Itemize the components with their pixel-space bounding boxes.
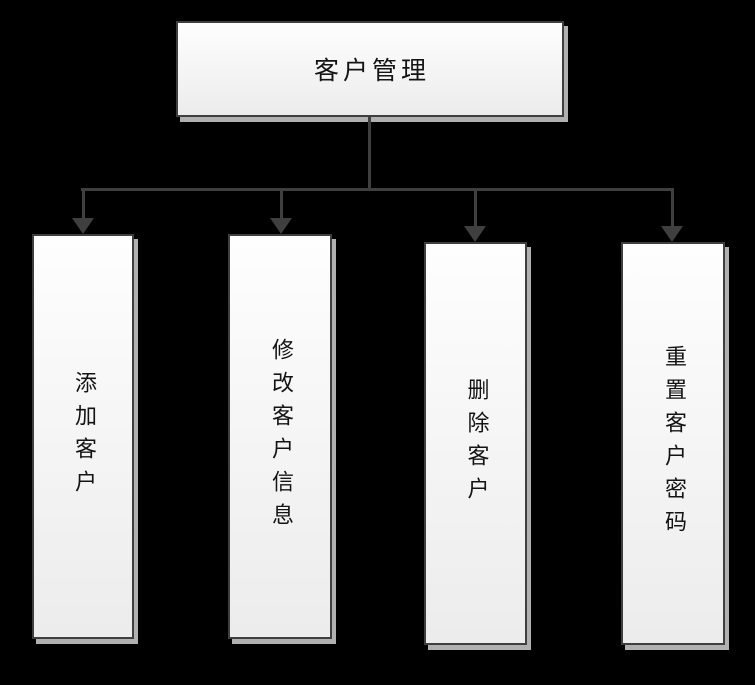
node-add-customer: 添加客户 xyxy=(32,234,134,639)
node-label: 重置客户密码 xyxy=(661,344,686,543)
connector-horizontal xyxy=(81,188,674,191)
node-modify-customer-info: 修改客户信息 xyxy=(228,234,332,639)
node-delete-customer: 删除客户 xyxy=(424,242,527,645)
arrow-down-icon xyxy=(72,218,94,234)
node-reset-customer-password: 重置客户密码 xyxy=(621,242,725,645)
node-label: 删除客户 xyxy=(463,377,489,510)
connector-stem xyxy=(368,117,371,191)
arrow-down-icon xyxy=(661,226,683,242)
connector-branch-line xyxy=(279,191,283,218)
connector-branch-1 xyxy=(72,191,94,234)
node-label: 添加客户 xyxy=(71,370,96,503)
connector-branch-3 xyxy=(464,191,486,242)
node-label: 修改客户信息 xyxy=(268,337,293,536)
connector-branch-line xyxy=(473,191,477,226)
connector-branch-2 xyxy=(270,191,292,234)
arrow-down-icon xyxy=(270,218,292,234)
arrow-down-icon xyxy=(464,226,486,242)
connector-branch-line xyxy=(670,191,674,226)
connector-branch-4 xyxy=(661,191,683,242)
root-node-label: 客户管理 xyxy=(313,56,430,85)
root-node-customer-management: 客户管理 xyxy=(176,21,564,117)
connector-branch-line xyxy=(81,191,85,218)
